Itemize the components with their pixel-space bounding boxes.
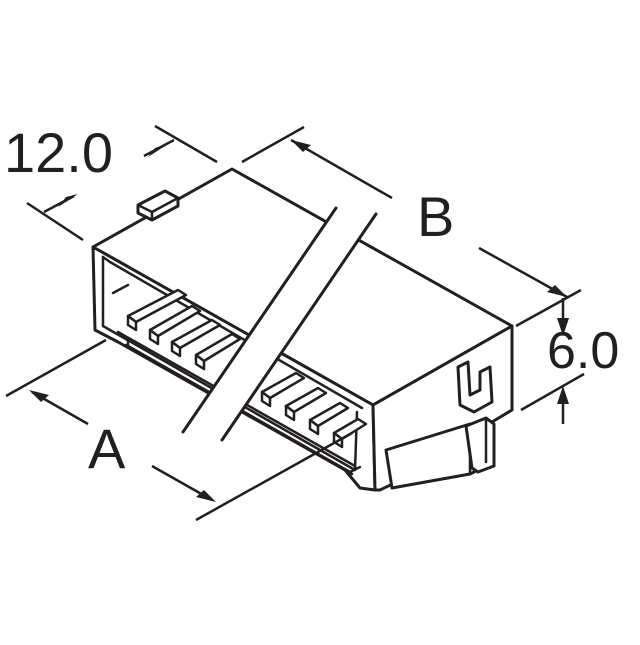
dimension-pin-span: A bbox=[5, 338, 353, 522]
length-value: B bbox=[417, 185, 454, 248]
connector-body bbox=[91, 167, 514, 492]
retention-clip bbox=[456, 360, 494, 414]
pin-span-value: A bbox=[88, 417, 126, 480]
contact-pins-left bbox=[126, 288, 242, 371]
height-value: 6.0 bbox=[547, 322, 619, 380]
contact-pins-right bbox=[260, 371, 368, 449]
dimension-width: 12.0 bbox=[4, 121, 218, 242]
dimension-height: 6.0 bbox=[520, 298, 619, 424]
fitting-nail bbox=[384, 416, 496, 490]
break-symbol bbox=[181, 206, 378, 442]
width-value: 12.0 bbox=[4, 121, 113, 184]
dimension-length: B bbox=[241, 125, 582, 328]
latch-tab-back bbox=[136, 189, 180, 222]
